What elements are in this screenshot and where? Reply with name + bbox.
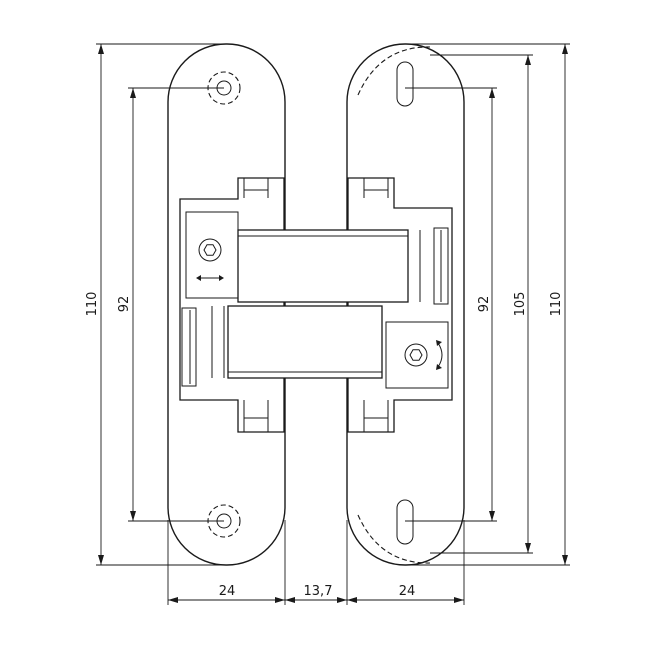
- left-housing: [179, 177, 285, 433]
- left-adjustment-hex-screw: [198, 238, 222, 262]
- dimension-right-105-label: 105: [513, 292, 528, 317]
- dimension-right-92-label: 92: [477, 296, 492, 313]
- dimension-left-92-label: 92: [117, 296, 132, 313]
- right-housing: [347, 177, 453, 433]
- dimension-right-110: 110: [410, 43, 570, 566]
- dimension-left-width-label: 24: [219, 584, 236, 599]
- right-adjustment-hex-screw: [404, 343, 428, 367]
- dimension-right-92: 92: [405, 87, 497, 522]
- right-top-slot: [396, 61, 414, 107]
- horizontal-adjust-arrow-icon: [196, 275, 224, 281]
- dimension-left-110-label: 110: [85, 292, 100, 317]
- dimension-left-92: 92: [117, 87, 224, 522]
- dimension-gap-width-label: 13,7: [304, 584, 333, 599]
- central-link-arms: [211, 229, 421, 379]
- rotation-adjust-arrow-icon: [436, 340, 443, 370]
- dimension-right-105: 105: [430, 54, 533, 554]
- right-bottom-slot: [396, 499, 414, 545]
- dimension-right-width-label: 24: [399, 584, 416, 599]
- dimension-bottom-widths: 24 13,7 24: [167, 520, 465, 605]
- dimension-left-110: 110: [85, 43, 226, 566]
- dimension-right-110-label: 110: [549, 292, 564, 317]
